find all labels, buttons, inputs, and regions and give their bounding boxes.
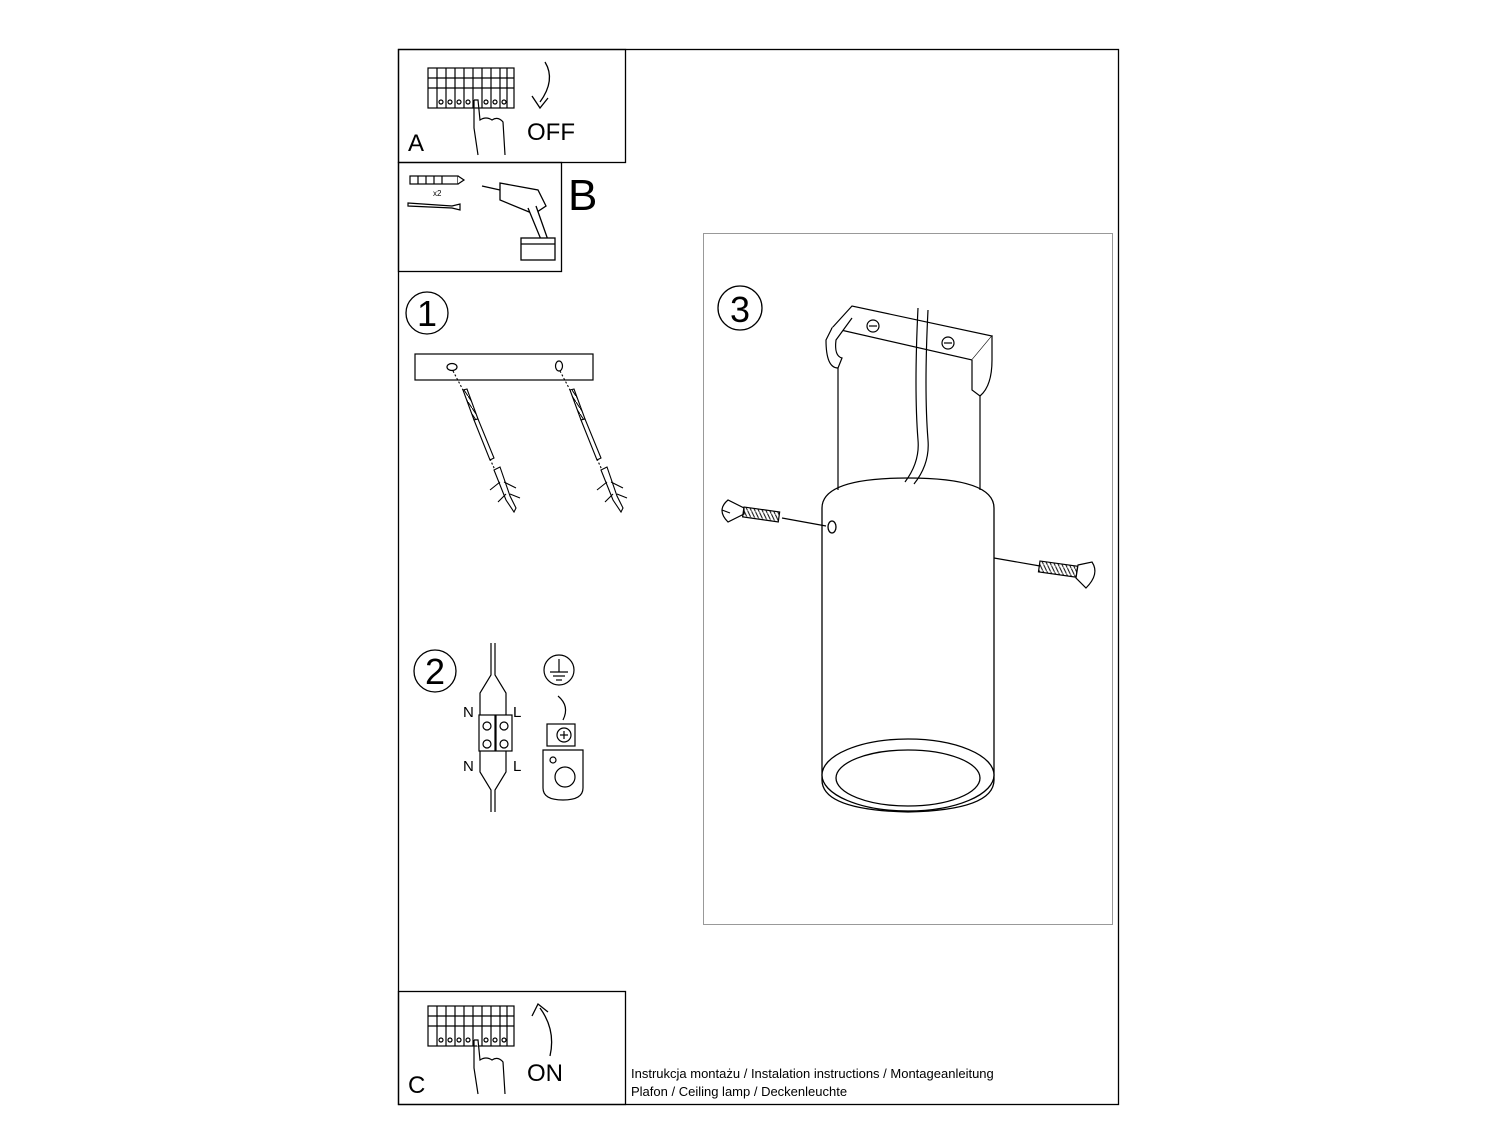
panel-a: A OFF <box>397 48 627 164</box>
footer-title: Instrukcja montażu / Instalation instruc… <box>631 1066 994 1081</box>
step-3-number: 3 <box>730 289 750 330</box>
ground-symbol-icon <box>543 654 575 686</box>
step-1-number: 1 <box>417 293 437 334</box>
panel-b-letter: B <box>568 171 597 220</box>
hand-icon <box>473 1039 506 1095</box>
panel-c-letter: C <box>408 1072 425 1099</box>
mounting-bracket <box>414 353 594 381</box>
lamp-cylinder <box>821 477 995 813</box>
step-2-number: 2 <box>425 651 445 692</box>
arrow-up-icon <box>531 1002 553 1057</box>
side-screw-right-icon <box>993 557 1096 589</box>
step-3-panel: 3 <box>703 233 1113 925</box>
footer-subtitle: Plafon / Ceiling lamp / Deckenleuchte <box>631 1084 848 1099</box>
switch-off-label: OFF <box>527 119 575 146</box>
terminal-l-bottom: L <box>513 758 521 775</box>
wall-plug-icon <box>409 175 466 185</box>
ground-terminal-icon <box>542 695 584 801</box>
screw-icon <box>407 202 461 211</box>
quantity-label: x2 <box>433 189 442 198</box>
ceiling-bracket <box>825 305 994 490</box>
drill-icon <box>481 182 556 261</box>
step-2-badge <box>413 649 457 693</box>
breaker-box-icon <box>427 1005 515 1047</box>
panel-a-letter: A <box>408 130 424 157</box>
switch-on-label: ON <box>527 1060 563 1087</box>
step-1-badge <box>405 291 449 335</box>
panel-c: C ON <box>397 990 627 1106</box>
step-2: 2 N L N L <box>413 643 584 812</box>
terminal-l-top: L <box>513 704 521 721</box>
terminal-n-top: N <box>463 704 474 721</box>
step-3-badge <box>717 285 763 331</box>
breaker-box-icon <box>427 67 515 109</box>
step-1: 1 <box>405 291 628 514</box>
screw-and-plug-left <box>452 370 521 514</box>
side-screw-left-icon <box>721 499 827 527</box>
arrow-down-icon <box>531 61 551 110</box>
hand-icon <box>473 99 506 156</box>
power-cable <box>904 307 929 485</box>
page-frame <box>397 48 1120 1106</box>
panel-b: x2 B <box>397 161 597 273</box>
terminal-block <box>478 643 513 812</box>
screw-and-plug-right <box>559 370 628 514</box>
terminal-n-bottom: N <box>463 758 474 775</box>
